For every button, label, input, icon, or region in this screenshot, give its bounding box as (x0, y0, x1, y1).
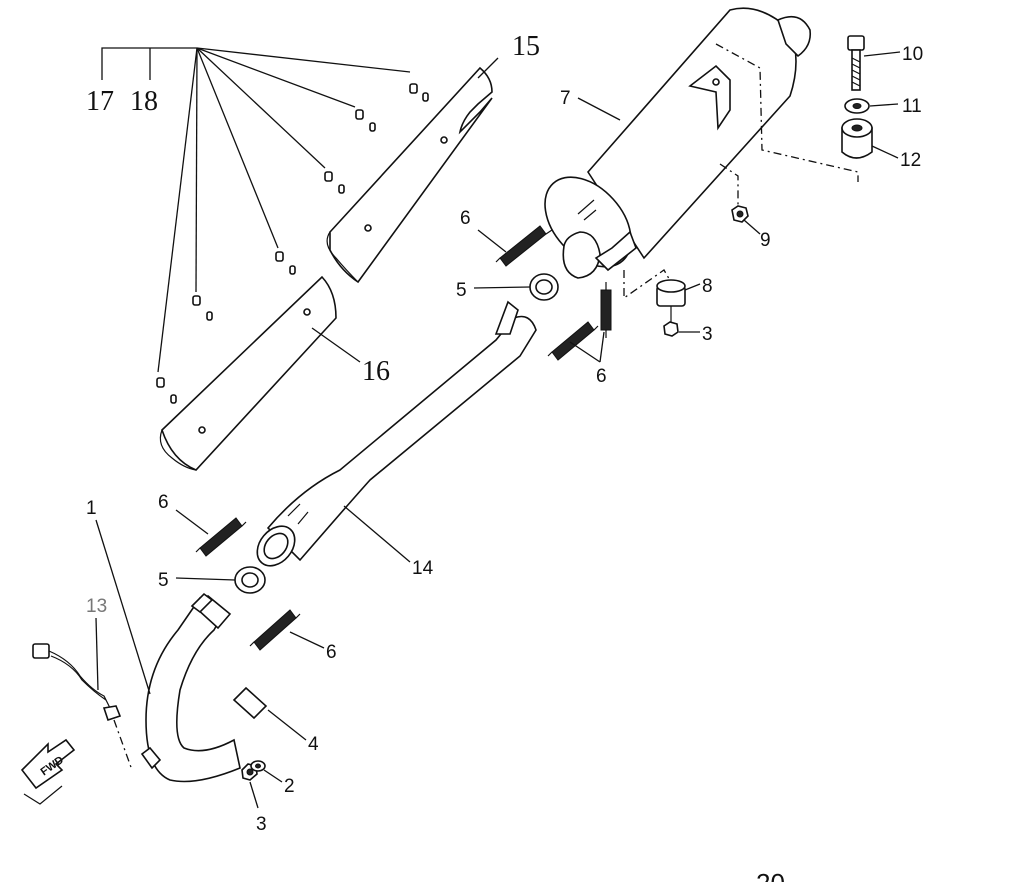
spring-lower-a (195, 517, 247, 557)
callout-10: 10 (902, 44, 923, 65)
callout-15: 15 (512, 31, 540, 62)
callout-13: 13 (86, 596, 107, 617)
nut-upper (731, 205, 749, 223)
callout-18: 18 (130, 86, 158, 117)
shield-screws (156, 83, 429, 404)
callout-9: 9 (760, 230, 771, 251)
mounting-bolt (847, 35, 865, 91)
spring-mid (547, 321, 599, 361)
callout-7: 7 (560, 88, 571, 109)
callout-5-upper: 5 (456, 280, 467, 301)
spring-lower-b (249, 609, 301, 651)
heat-shield-lower (159, 275, 337, 471)
heat-shield-upper (326, 66, 493, 284)
damper (656, 279, 686, 337)
callout-14: 14 (412, 558, 434, 579)
page-number: 20 (756, 868, 785, 882)
callout-6-lower-right: 6 (326, 642, 337, 663)
callout-8: 8 (702, 276, 713, 297)
callout-4: 4 (308, 734, 319, 755)
middle-pipe (256, 300, 537, 567)
callout-leaders (95, 51, 901, 809)
callout-6-upper: 6 (460, 208, 471, 229)
spring-upper-vertical (600, 282, 612, 338)
callout-11: 11 (902, 96, 922, 117)
callout-1: 1 (86, 498, 97, 519)
callout-12: 12 (900, 150, 921, 171)
oxygen-sensor (32, 643, 133, 771)
gasket-lower (234, 566, 266, 594)
washer-lower (250, 760, 266, 772)
callout-17: 17 (86, 86, 114, 117)
callout-2: 2 (284, 776, 295, 797)
washer (844, 98, 870, 114)
callout-6-mid: 6 (596, 366, 607, 387)
callout-3-upper: 3 (702, 324, 713, 345)
screw-leaders (101, 47, 411, 373)
gasket-upper (529, 273, 559, 301)
callout-6-lower-left: 6 (158, 492, 169, 513)
rubber-mount (841, 118, 873, 159)
callout-16: 16 (362, 356, 390, 387)
fwd-arrow-icon: FWD (20, 738, 76, 805)
muffler (544, 7, 859, 300)
header-pipe (140, 592, 268, 783)
callout-5-lower: 5 (158, 570, 169, 591)
spring-upper (495, 225, 553, 267)
callout-3-lower: 3 (256, 814, 267, 835)
callout-labels: 17 18 15 16 7 10 11 12 9 8 3 6 5 6 14 6 … (86, 31, 923, 835)
